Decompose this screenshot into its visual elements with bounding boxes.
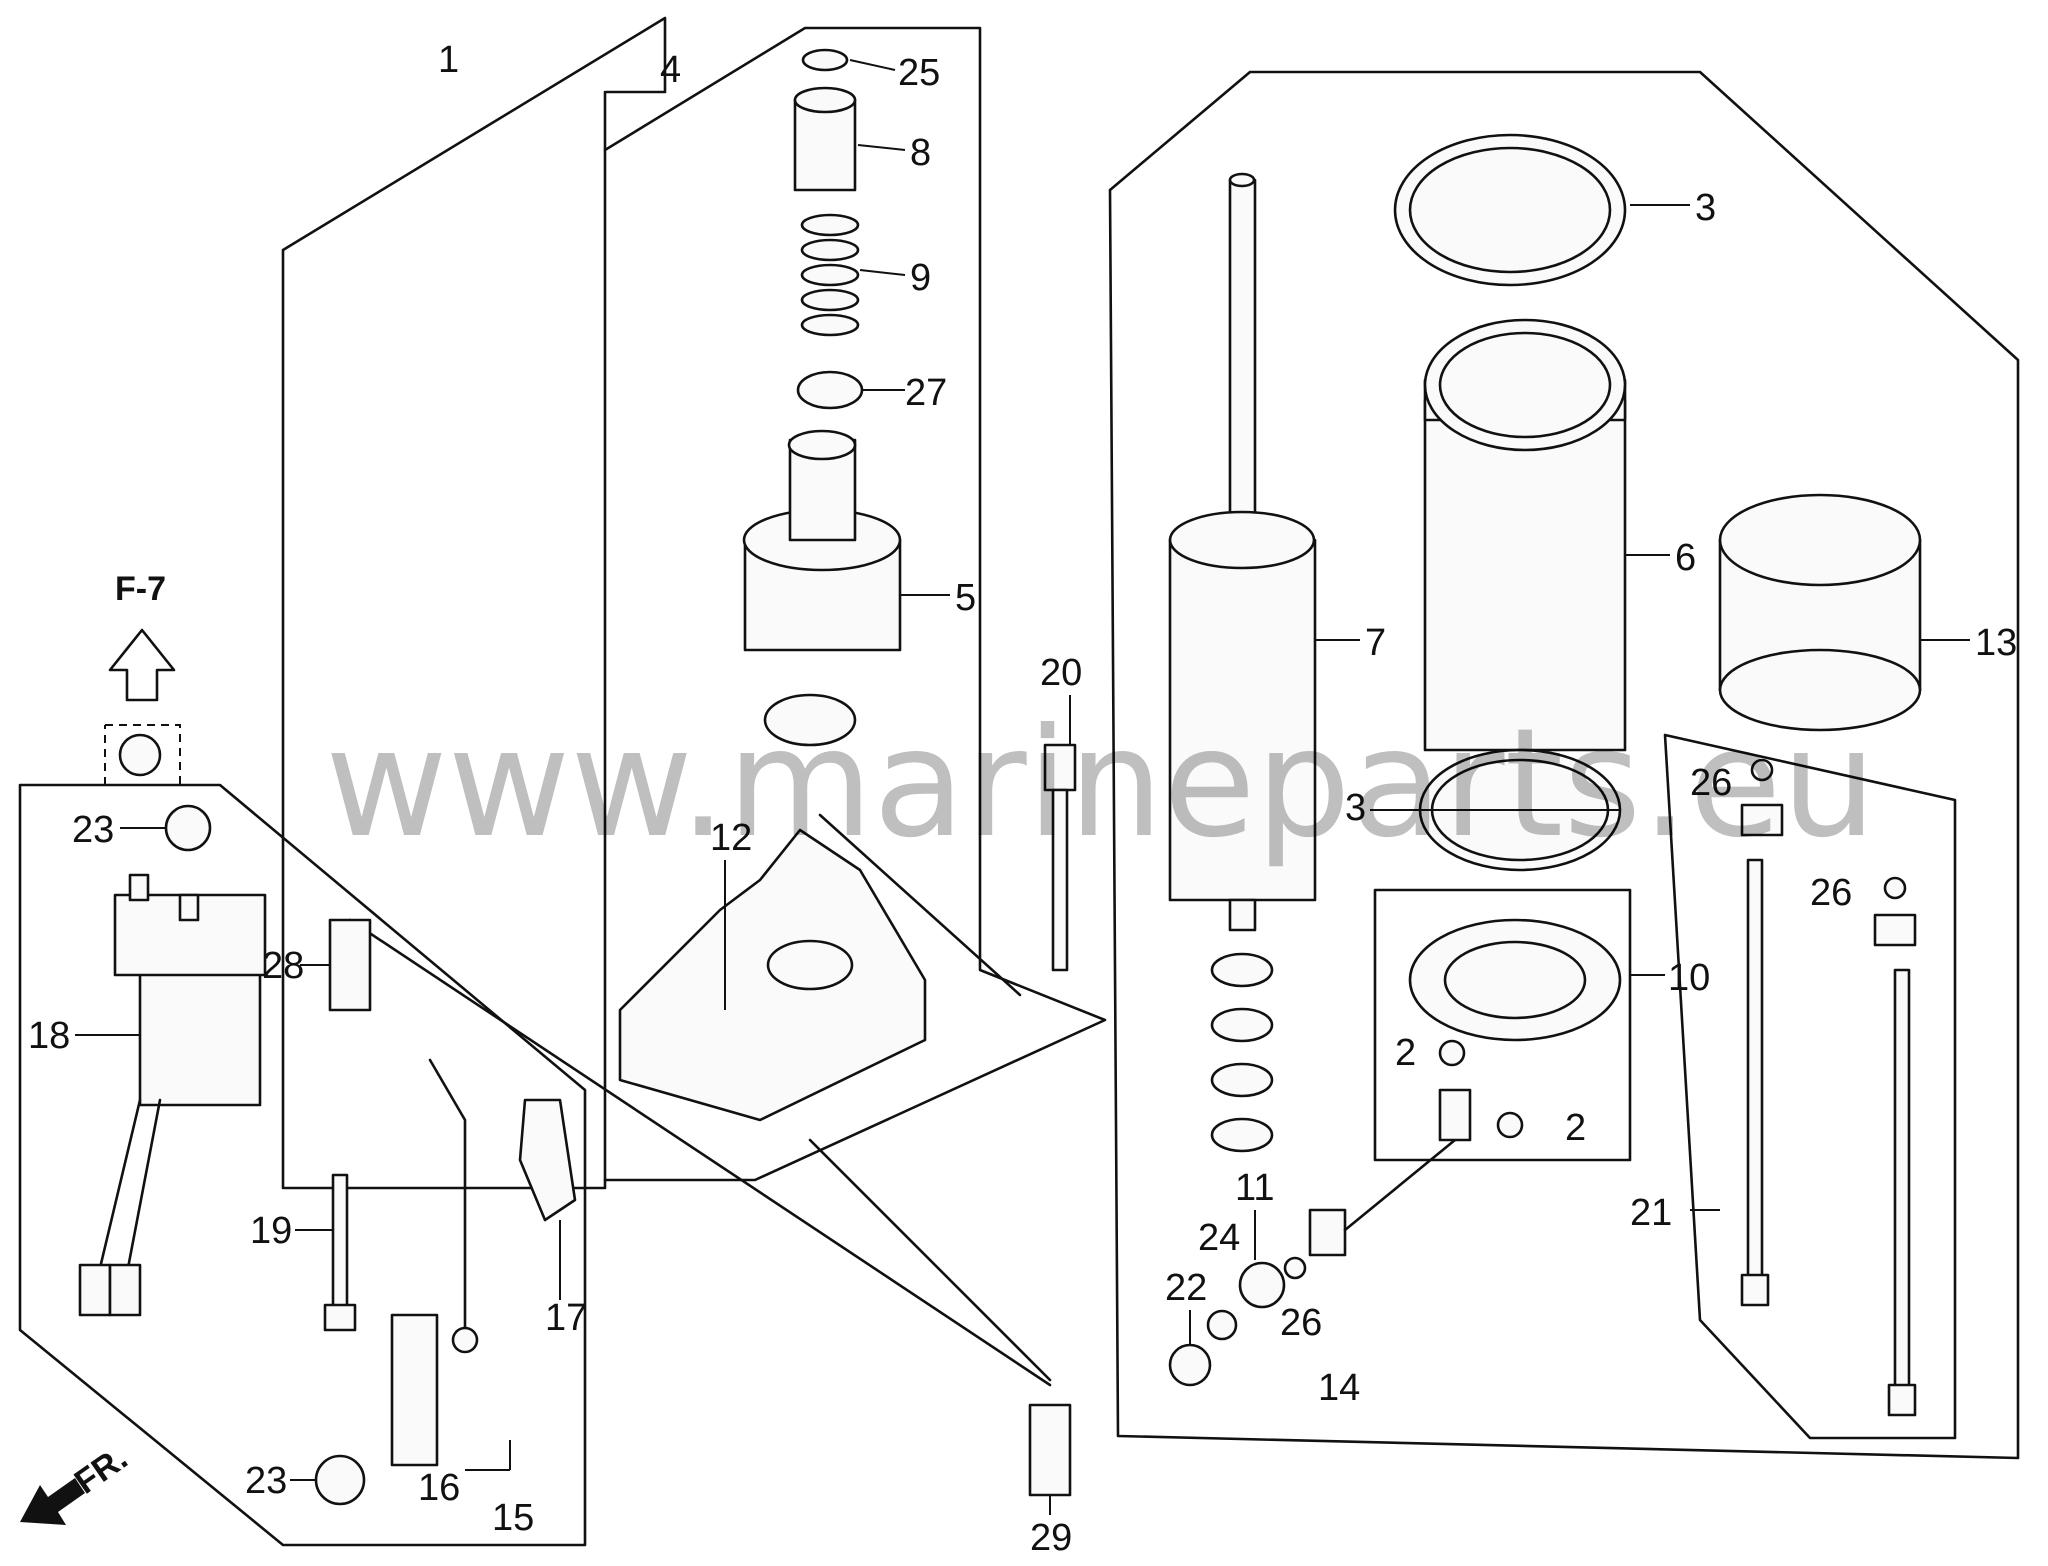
part-2-screw-b [1496, 1111, 1524, 1139]
part-7-armature [1168, 172, 1317, 932]
part-13-end-cover [1718, 493, 1922, 732]
label-part-26-b: 26 [1810, 872, 1852, 914]
label-part-21: 21 [1630, 1192, 1672, 1234]
group-outline-10 [1373, 888, 1632, 1162]
label-part-26-c: 26 [1280, 1302, 1322, 1344]
label-part-12: 12 [710, 817, 752, 859]
part-10-brush-holder [1408, 918, 1622, 1042]
ref-page-label: F-7 [115, 570, 166, 608]
part-17-cap [518, 1098, 577, 1222]
front-arrow-icon [20, 1478, 85, 1525]
label-part-24: 24 [1198, 1217, 1240, 1259]
part-29-collar [1028, 1403, 1072, 1497]
part-26-washer-a [1750, 758, 1774, 782]
group-outline-f7 [104, 724, 181, 786]
part-23-nut-a [164, 804, 212, 852]
label-part-8: 8 [910, 132, 931, 174]
label-part-14: 14 [1318, 1367, 1360, 1409]
label-part-16: 16 [418, 1467, 460, 1509]
group-outline-1 [281, 16, 667, 1190]
part-8-collar [793, 86, 857, 192]
part-26-clip-a [1740, 803, 1784, 837]
label-part-4: 4 [660, 49, 681, 91]
f7-arrow-icon [108, 628, 176, 702]
leader-lines [75, 59, 1970, 1515]
watermark-text: www.marineparts.eu [325, 697, 1877, 871]
part-washer [763, 693, 857, 747]
label-part-19: 19 [250, 1210, 292, 1252]
part-26-washer-small [1283, 1256, 1307, 1280]
part-26-clip-b [1873, 913, 1917, 947]
part-14-terminal [1308, 1088, 1472, 1257]
label-part-26-a: 26 [1690, 762, 1732, 804]
label-part-25: 25 [898, 52, 940, 94]
part-24-nut [1238, 1261, 1286, 1309]
label-part-2-b: 2 [1565, 1107, 1586, 1149]
part-21-through-bolts [1740, 858, 1917, 1417]
label-part-29: 29 [1030, 1517, 1072, 1559]
label-part-23-b: 23 [245, 1460, 287, 1502]
part-6-yoke [1423, 318, 1627, 752]
label-part-23-a: 23 [72, 809, 114, 851]
label-part-15: 15 [492, 1497, 534, 1539]
label-part-13: 13 [1975, 622, 2017, 664]
label-part-11: 11 [1235, 1167, 1274, 1209]
part-16-cable [390, 1058, 479, 1467]
label-part-5: 5 [955, 577, 976, 619]
part-20-bolt [1043, 743, 1077, 972]
part-washer-22 [1206, 1309, 1238, 1341]
part-2-screw-a [1438, 1039, 1466, 1067]
label-part-17: 17 [545, 1297, 587, 1339]
part-23-nut-b [314, 1454, 366, 1506]
label-part-2-a: 2 [1395, 1032, 1416, 1074]
label-part-9: 9 [910, 257, 931, 299]
label-part-10: 10 [1668, 957, 1710, 999]
part-28-collar [328, 918, 372, 1012]
link-line-29 [808, 1138, 1052, 1382]
label-part-18: 18 [28, 1015, 70, 1057]
part-5-drive-pinion [742, 429, 902, 652]
group-outline-21 [1663, 733, 1957, 1440]
label-part-3-lower: 3 [1345, 787, 1366, 829]
link-line-12 [818, 813, 1022, 997]
part-11-washers [1210, 952, 1274, 1153]
part-22-nut [1168, 1343, 1212, 1387]
label-part-1: 1 [438, 39, 459, 81]
part-25-snap-ring [801, 48, 849, 72]
part-18-solenoid [78, 873, 267, 1317]
label-part-22: 22 [1165, 1267, 1207, 1309]
label-part-7: 7 [1365, 622, 1386, 664]
part-3-o-ring-upper [1393, 133, 1627, 287]
label-part-20: 20 [1040, 652, 1082, 694]
part-26-washer-b [1883, 876, 1907, 900]
part-27-washer [796, 370, 864, 410]
part-12-bracket [618, 828, 927, 1122]
group-outline-right [1108, 70, 2020, 1460]
part-9-spring [800, 213, 860, 337]
label-part-28: 28 [262, 945, 304, 987]
part-19-bolt [323, 1173, 357, 1332]
group-outline-4 [603, 26, 1107, 1182]
group-outline-left [18, 783, 587, 1547]
label-part-27: 27 [905, 372, 947, 414]
label-part-3-upper: 3 [1695, 187, 1716, 229]
label-part-6: 6 [1675, 537, 1696, 579]
part-f7-nut [118, 733, 162, 777]
link-line-28 [348, 918, 1052, 1387]
